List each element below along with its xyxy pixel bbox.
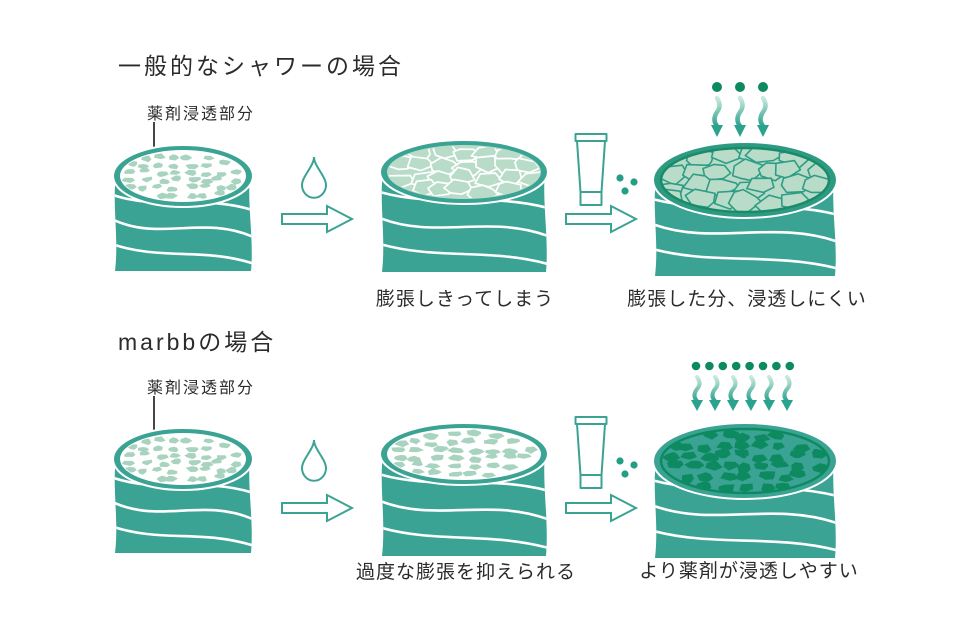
right-arrow-icon [281, 493, 355, 523]
caption-swollen-general: 膨張しきってしまう [375, 289, 555, 310]
right-arrow-icon [281, 204, 355, 234]
penetration-label-general: 薬剤浸透部分 [147, 106, 256, 123]
hair-strand-controlled-marbb [370, 413, 558, 560]
cross-section-surface [120, 150, 246, 202]
hair-strand-swollen-general [370, 130, 558, 276]
penetration-label-marbb: 薬剤浸透部分 [147, 380, 256, 397]
water-drop-icon [298, 438, 330, 484]
penetration-arrows-icon [705, 96, 771, 142]
cross-section-surface [120, 433, 246, 485]
water-drop-icon [298, 155, 330, 201]
hair-strand-result-marbb [643, 413, 847, 562]
penetration-pattern [121, 153, 242, 200]
section-title-marbb: marbbの場合 [118, 329, 277, 355]
treatment-tube-icon [571, 132, 643, 212]
treatment-tube-icon [571, 415, 643, 495]
caption-result-marbb: より薬剤が浸透しやすい [639, 561, 859, 582]
right-arrow-icon [565, 493, 639, 523]
hair-strand-initial-general [103, 135, 263, 275]
section-title-general: 一般的なシャワーの場合 [118, 53, 404, 79]
caption-controlled-marbb: 過度な膨張を抑えられる [355, 562, 576, 583]
hair-strand-result-general [643, 132, 847, 280]
label-pointer-line-marbb [153, 396, 155, 448]
right-arrow-icon [565, 204, 639, 234]
penetration-pattern [661, 148, 829, 212]
caption-result-general: 膨張した分、浸透しにくい [627, 289, 867, 310]
penetration-arrows-icon [688, 375, 795, 416]
microbubble-dots-icon [688, 360, 796, 372]
hair-strand-initial-marbb [103, 418, 263, 557]
penetration-pattern [121, 436, 242, 483]
penetration-pattern [390, 429, 538, 479]
shower-drops-icon [705, 80, 770, 94]
